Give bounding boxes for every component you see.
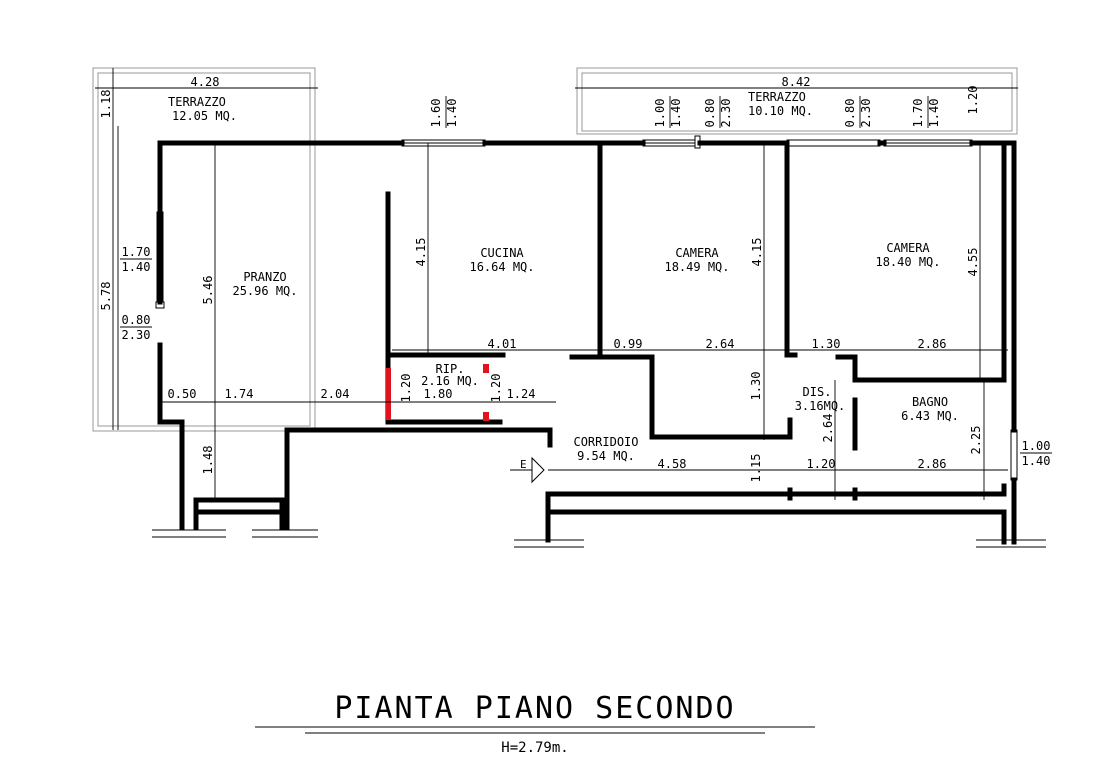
terrazzo-right-name: TERRAZZO xyxy=(748,90,806,104)
win-080-a: 0.80 xyxy=(703,99,717,128)
room-labels: TERRAZZO 12.05 MQ. TERRAZZO 10.10 MQ. PR… xyxy=(168,90,959,463)
pranzo-name: PRANZO xyxy=(243,270,286,284)
corridoio-name: CORRIDOIO xyxy=(573,435,638,449)
dim-148: 1.48 xyxy=(201,446,215,475)
dim-130-h: 1.30 xyxy=(812,337,841,351)
dim-415-b: 4.15 xyxy=(750,238,764,267)
win-100: 1.00 xyxy=(653,99,667,128)
bagno-area: 6.43 MQ. xyxy=(901,409,959,423)
camera1-area: 18.49 MQ. xyxy=(664,260,729,274)
dim-115: 1.15 xyxy=(749,454,763,483)
terrace-outlines xyxy=(92,67,1018,432)
terrazzo-right-area: 10.10 MQ. xyxy=(748,104,813,118)
entrance-arrow-icon: E xyxy=(510,456,545,484)
dim-578: 5.78 xyxy=(99,282,113,311)
win-140-right: 1.40 xyxy=(1022,454,1051,468)
dim-120-b: 1.20 xyxy=(807,457,836,471)
dimension-values-vertical: 1.18 5.78 5.46 4.15 4.15 4.55 1.20 1.20 … xyxy=(99,86,983,483)
dim-120-top: 1.20 xyxy=(966,86,980,115)
dim-428: 4.28 xyxy=(191,75,220,89)
plan-subtitle: H=2.79m. xyxy=(501,740,568,756)
terrazzo-left-name: TERRAZZO xyxy=(168,95,226,109)
dim-124: 1.24 xyxy=(507,387,536,401)
entrance-label: E xyxy=(520,458,527,471)
dim-118: 1.18 xyxy=(99,90,113,119)
win-170-left: 1.70 xyxy=(122,245,151,259)
cucina-area: 16.64 MQ. xyxy=(469,260,534,274)
window-ticks xyxy=(445,96,929,128)
dim-458: 4.58 xyxy=(658,457,687,471)
dim-842: 8.42 xyxy=(782,75,811,89)
corridoio-area: 9.54 MQ. xyxy=(577,449,635,463)
plan-title: PIANTA PIANO SECONDO xyxy=(334,691,735,726)
win-080-b: 0.80 xyxy=(843,99,857,128)
dim-120-rip: 1.20 xyxy=(399,374,413,403)
dis-area: 3.16MQ. xyxy=(795,399,846,413)
bagno-name: BAGNO xyxy=(912,395,948,409)
win-140-b: 1.40 xyxy=(669,99,683,128)
dim-130-v: 1.30 xyxy=(749,372,763,401)
dim-286-a: 2.86 xyxy=(918,337,947,351)
dim-204: 2.04 xyxy=(321,387,350,401)
dim-286-b: 2.86 xyxy=(918,457,947,471)
dim-099: 0.99 xyxy=(614,337,643,351)
win-140-a: 1.40 xyxy=(445,99,459,128)
rip-area: 2.16 MQ. xyxy=(421,374,479,388)
dis-name: DIS. xyxy=(803,385,832,399)
win-170-top: 1.70 xyxy=(911,99,925,128)
cucina-name: CUCINA xyxy=(480,246,524,260)
dim-401: 4.01 xyxy=(488,337,517,351)
rip-name: RIP. xyxy=(436,362,465,376)
dim-225: 2.25 xyxy=(969,426,983,455)
highlight-marks xyxy=(386,364,489,421)
win-100-right: 1.00 xyxy=(1022,439,1051,453)
dim-174: 1.74 xyxy=(225,387,254,401)
dimension-values-horizontal: 4.28 8.42 4.01 0.99 2.64 1.30 2.86 0.50 … xyxy=(120,75,1052,471)
win-140-left: 1.40 xyxy=(122,260,151,274)
win-080-left: 0.80 xyxy=(122,313,151,327)
dim-264-v: 2.64 xyxy=(821,414,835,443)
dim-050: 0.50 xyxy=(168,387,197,401)
dim-415-a: 4.15 xyxy=(414,238,428,267)
title-block: PIANTA PIANO SECONDO H=2.79m. xyxy=(255,691,815,756)
dim-546: 5.46 xyxy=(201,276,215,305)
win-160: 1.60 xyxy=(429,99,443,128)
windows xyxy=(155,135,1018,481)
pranzo-area: 25.96 MQ. xyxy=(232,284,297,298)
win-230-b: 2.30 xyxy=(859,99,873,128)
section-markers xyxy=(152,529,1046,548)
camera2-name: CAMERA xyxy=(886,241,930,255)
win-230-a: 2.30 xyxy=(719,99,733,128)
win-230-left: 2.30 xyxy=(122,328,151,342)
terrazzo-left-area: 12.05 MQ. xyxy=(172,109,237,123)
dim-180: 1.80 xyxy=(424,387,453,401)
win-140-c: 1.40 xyxy=(927,99,941,128)
dim-455: 4.55 xyxy=(966,248,980,277)
walls xyxy=(157,140,1017,545)
dim-120-rip2: 1.20 xyxy=(489,374,503,403)
camera2-area: 18.40 MQ. xyxy=(875,255,940,269)
dim-264-h: 2.64 xyxy=(706,337,735,351)
camera1-name: CAMERA xyxy=(675,246,719,260)
dimension-lines xyxy=(95,68,1018,500)
